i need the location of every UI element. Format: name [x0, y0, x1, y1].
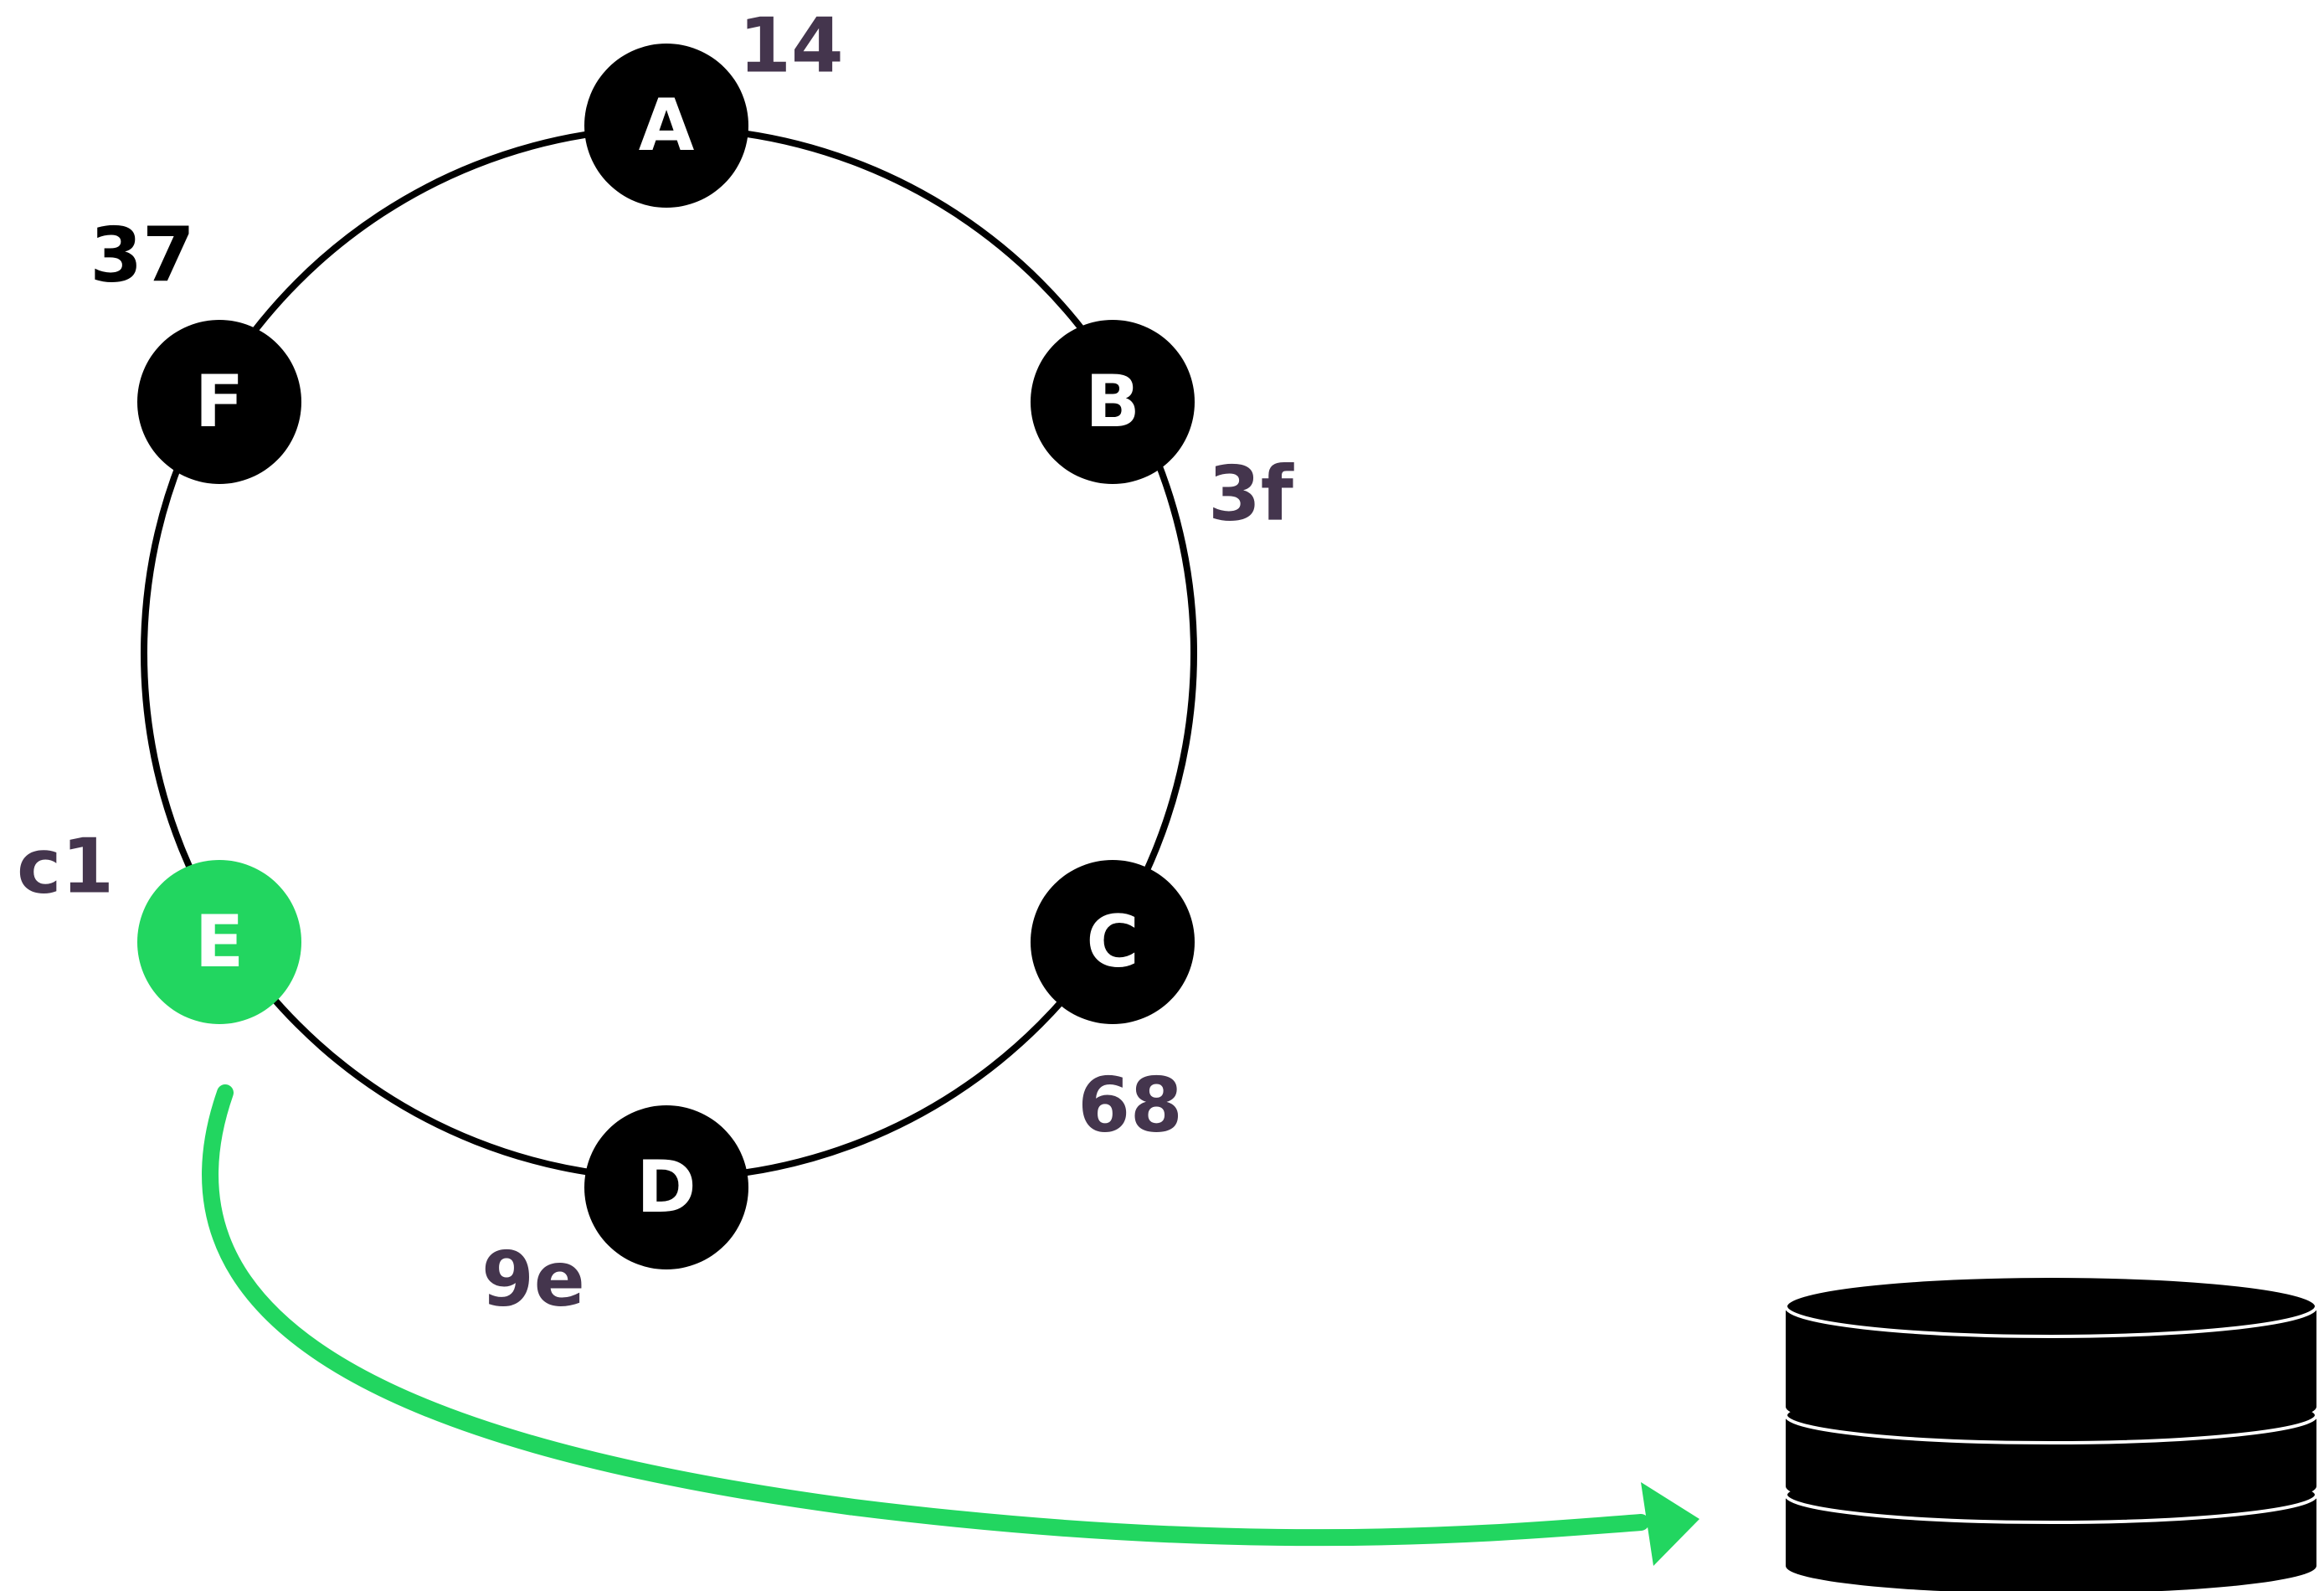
arrow-line: [202, 1084, 1649, 1547]
ring-node-A: A 14: [584, 3, 844, 208]
node-hash-label: 14: [738, 3, 843, 90]
node-label: E: [195, 900, 244, 984]
database-icon: [1784, 1274, 2318, 1591]
node-circle-highlighted: [137, 860, 301, 1024]
node-circle: [1031, 860, 1195, 1024]
node-hash-label: 68: [1077, 1062, 1182, 1150]
curved-arrow-icon: [202, 1084, 1699, 1566]
node-circle: [137, 320, 301, 484]
node-circle: [584, 44, 748, 208]
hash-ring: [141, 125, 1197, 1182]
ring-node-C: C 68: [1031, 860, 1195, 1150]
ring-node-E: E c1: [17, 823, 301, 1024]
ring-node-B: B 3f: [1031, 320, 1294, 538]
node-hash-label: 9e: [481, 1236, 585, 1324]
node-hash-label: c1: [17, 823, 114, 911]
node-label: F: [195, 360, 244, 444]
ring-node-F: F 37: [90, 212, 301, 484]
node-label: B: [1085, 360, 1140, 444]
node-label: C: [1086, 900, 1139, 984]
arrowhead: [1641, 1482, 1699, 1566]
node-circle: [584, 1105, 748, 1269]
node-hash-label: 3f: [1208, 451, 1294, 538]
node-label: A: [639, 84, 695, 167]
node-label: D: [636, 1146, 696, 1229]
ring-node-D: D 9e: [481, 1105, 748, 1324]
node-hash-label: 37: [90, 212, 194, 300]
node-circle: [1031, 320, 1195, 484]
